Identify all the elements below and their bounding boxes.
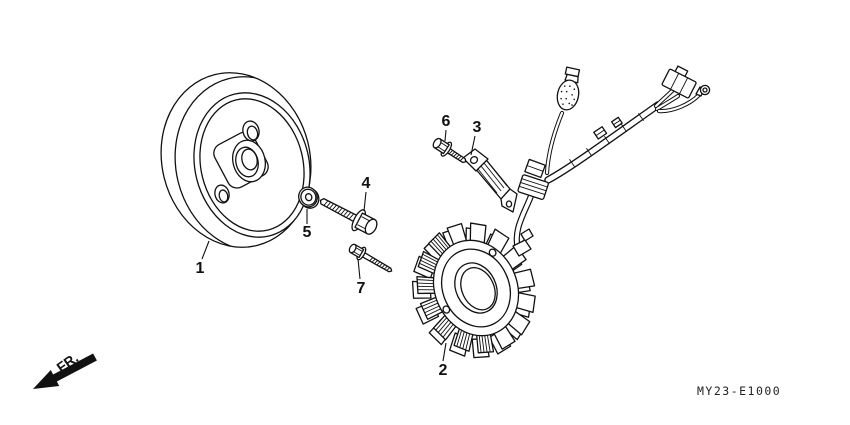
callout-3-bracket[interactable]: 3 (473, 119, 482, 136)
front-arrow-icon (33, 353, 97, 389)
flange-bolt-small (432, 137, 467, 164)
harness-clip (611, 116, 623, 129)
front-label: FR. (54, 349, 82, 375)
callout-6-small-bolt[interactable]: 6 (442, 113, 451, 130)
callout-5-washer[interactable]: 5 (303, 224, 312, 241)
flywheel-face-hole-top (242, 120, 260, 142)
diagram-code: MY23-E1000 (697, 384, 781, 398)
flywheel-face-hole-bottom (214, 184, 230, 204)
bolt-threads (323, 200, 355, 220)
harness-sleeve-segments (569, 112, 644, 168)
stator-mount-hole (488, 248, 497, 257)
callout-1-flywheel[interactable]: 1 (196, 260, 205, 277)
callout-7-long-bolt[interactable]: 7 (357, 280, 366, 297)
wire-grommet (517, 174, 549, 200)
wire-harness (512, 65, 711, 257)
flywheel-rotor (160, 72, 326, 252)
bolt-threads (369, 257, 391, 272)
washer (298, 186, 320, 209)
ring-terminal (695, 84, 711, 97)
callout-4-flange-bolt[interactable]: 4 (362, 175, 371, 192)
stator-lead-terminal (512, 239, 532, 257)
callout-2-stator[interactable]: 2 (439, 362, 448, 379)
grommet-upper-fitting (524, 158, 546, 179)
bracket-hole (469, 156, 479, 164)
stator-coil-winding-hatch (417, 234, 491, 353)
harness-connector (661, 65, 697, 99)
boot-stipple-texture (560, 85, 576, 106)
bolt-threads (448, 150, 464, 162)
bracket-foot-hole (505, 200, 513, 208)
rubber-boot (556, 66, 581, 111)
washer-hole (304, 193, 313, 202)
stator-coil (411, 222, 536, 359)
harness-clip (593, 126, 608, 140)
bracket-hatch (477, 160, 508, 194)
callout-leaders (201, 129, 476, 362)
front-direction-indicator: FR. (33, 349, 97, 389)
stator-mount-hole (442, 305, 451, 314)
stator-center-hole (454, 262, 498, 314)
wire-clamp-bracket (462, 148, 518, 213)
long-bolt (348, 243, 393, 273)
stator-lead-clip (520, 228, 534, 242)
flange-bolt (319, 197, 378, 235)
